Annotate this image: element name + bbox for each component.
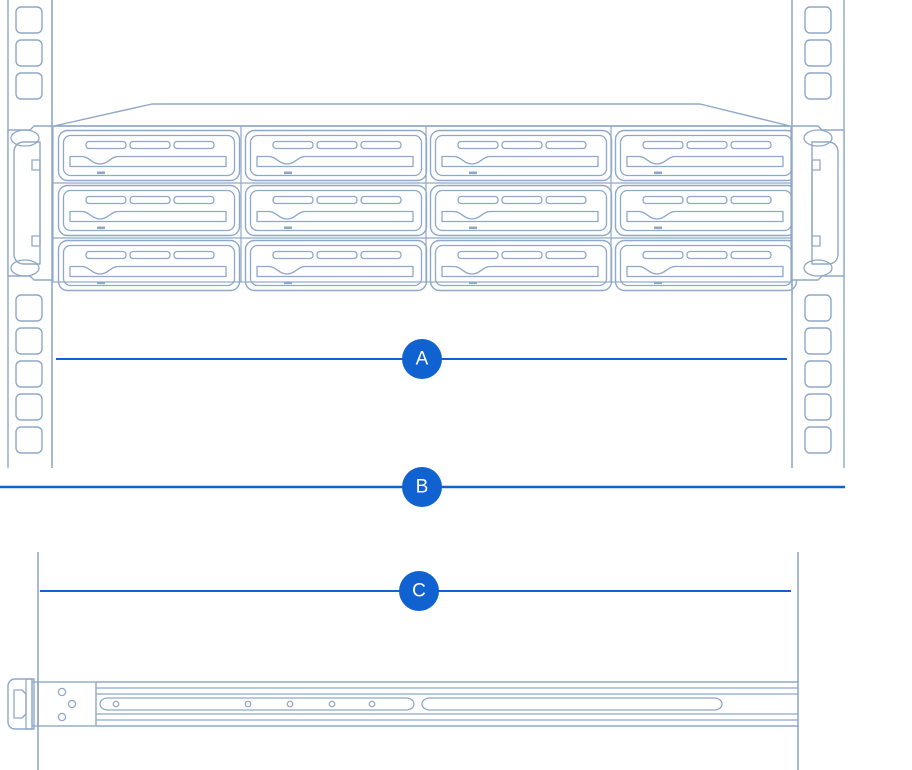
drive-bay[interactable] [244,129,428,182]
callout-marker-b[interactable]: B [402,467,442,507]
callout-marker-c[interactable]: C [399,571,439,611]
drive-bay[interactable] [429,239,613,292]
callout-label-c: C [412,581,426,602]
drive-bay[interactable] [244,239,428,292]
drive-bay[interactable] [614,184,798,237]
drive-bay[interactable] [429,184,613,237]
slide-rail-assembly [7,678,798,730]
guide-lines [37,552,799,770]
callout-label-b: B [416,477,429,498]
drive-bay[interactable] [429,129,613,182]
drive-bay[interactable] [244,184,428,237]
rail-slot-hole [112,700,376,708]
callout-marker-a[interactable]: A [402,339,442,379]
drive-bay[interactable] [57,239,241,292]
drive-bay[interactable] [57,184,241,237]
drive-bay-grid [57,129,798,292]
drive-bay[interactable] [614,129,798,182]
drive-bay[interactable] [614,239,798,292]
drive-bay[interactable] [57,129,241,182]
callout-label-a: A [416,349,429,370]
rack-ear-right [791,125,845,281]
rack-ear-left [7,125,53,281]
